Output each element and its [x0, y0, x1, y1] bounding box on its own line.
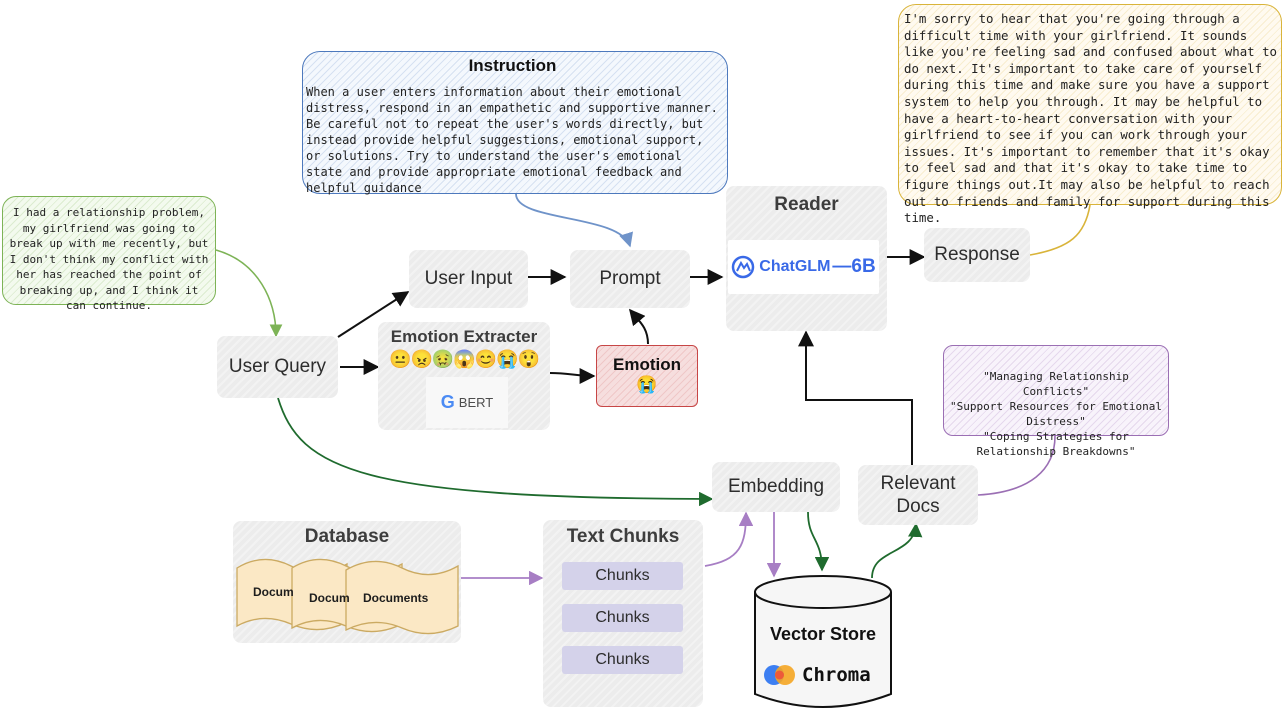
chatglm-logo: ChatGLM —6B — [728, 240, 879, 294]
arrow-emotion-to-prompt — [628, 308, 649, 345]
vector-store-cylinder[interactable] — [752, 572, 894, 718]
emotion-emoji-row: 😐😠🤢😱😊😭😲 — [389, 349, 540, 369]
link-response-note — [1029, 204, 1091, 256]
chunk-2: Chunks — [562, 604, 683, 632]
instruction-title: Instruction — [468, 56, 557, 75]
emotion-title: Emotion — [613, 355, 681, 374]
chroma-logo: Chroma — [762, 660, 886, 690]
relevant-docs-node[interactable]: Relevant Docs — [858, 465, 978, 525]
chroma-icon — [764, 665, 795, 685]
prompt-node[interactable]: Prompt — [570, 250, 690, 308]
link-docs-note — [977, 435, 1056, 496]
document-label-3: Documents — [363, 591, 429, 605]
embedding-node[interactable]: Embedding — [712, 462, 840, 512]
vector-store-title: Vector Store — [769, 624, 877, 644]
arrow-chunks-to-embedding — [704, 511, 754, 567]
user-input-node[interactable]: User Input — [409, 250, 528, 308]
user-query-note-text: I had a relationship problem, my girlfri… — [9, 206, 209, 312]
chunk-1: Chunks — [562, 562, 683, 590]
emotion-extracter-node[interactable]: Emotion Extracter 😐😠🤢😱😊😭😲 G BERT — [378, 322, 550, 430]
emotion-emoji: 😭 — [636, 375, 658, 394]
user-input-label: User Input — [424, 268, 513, 289]
bert-label: BERT — [458, 395, 494, 410]
chatglm-suffix: —6B — [832, 256, 876, 277]
chatglm-text: ChatGLM — [759, 258, 831, 275]
chroma-text: Chroma — [802, 664, 871, 686]
reader-title: Reader — [774, 194, 839, 215]
document-shape-3 — [345, 560, 459, 635]
chatglm-icon — [732, 255, 755, 279]
instruction-note: Instruction When a user enters informati… — [302, 51, 728, 195]
database-title: Database — [304, 526, 390, 547]
response-label: Response — [934, 244, 1020, 265]
user-query-note: I had a relationship problem, my girlfri… — [2, 196, 216, 312]
chunk-3: Chunks — [562, 646, 683, 674]
emotion-extracter-title: Emotion Extracter — [390, 327, 538, 346]
text-chunks-title: Text Chunks — [566, 526, 680, 547]
arrow-instruction-to-prompt — [515, 193, 633, 248]
arrow-embedding-to-store — [807, 511, 830, 572]
prompt-label: Prompt — [599, 268, 661, 289]
instruction-text: When a user enters information about the… — [306, 85, 718, 195]
emotion-node[interactable]: Emotion 😭 — [596, 345, 698, 407]
arrow-note-to-query — [215, 249, 283, 338]
database-node[interactable]: Database Docum Docum Documents — [233, 521, 461, 643]
embedding-label: Embedding — [727, 476, 825, 497]
text-chunks-node[interactable]: Text Chunks Chunks Chunks Chunks — [543, 520, 703, 707]
arrow-query-to-input — [337, 291, 410, 338]
response-note: I'm sorry to hear that you're going thro… — [898, 4, 1282, 225]
user-query-node[interactable]: User Query — [217, 336, 338, 398]
arrow-store-to-docs — [871, 522, 923, 579]
google-g-icon: G — [440, 392, 455, 412]
arrow-docs-to-reader — [798, 330, 913, 465]
arrow-query-to-embedding — [277, 397, 714, 507]
document-label-2: Docum — [309, 591, 350, 605]
user-query-label: User Query — [228, 356, 327, 377]
response-note-text: I'm sorry to hear that you're going thro… — [904, 11, 1277, 226]
document-label-1: Docum — [253, 585, 294, 599]
reader-node[interactable]: Reader ChatGLM —6B — [726, 186, 887, 331]
relevant-docs-label: Relevant Docs — [880, 473, 956, 517]
response-node[interactable]: Response — [924, 228, 1030, 282]
docs-note: "Managing Relationship Conflicts" "Suppo… — [943, 345, 1169, 458]
documents-stack — [236, 558, 459, 635]
docs-note-text: "Managing Relationship Conflicts" "Suppo… — [950, 370, 1162, 458]
bert-logo: G BERT — [426, 377, 508, 428]
arrow-extracter-to-emotion — [549, 367, 596, 384]
